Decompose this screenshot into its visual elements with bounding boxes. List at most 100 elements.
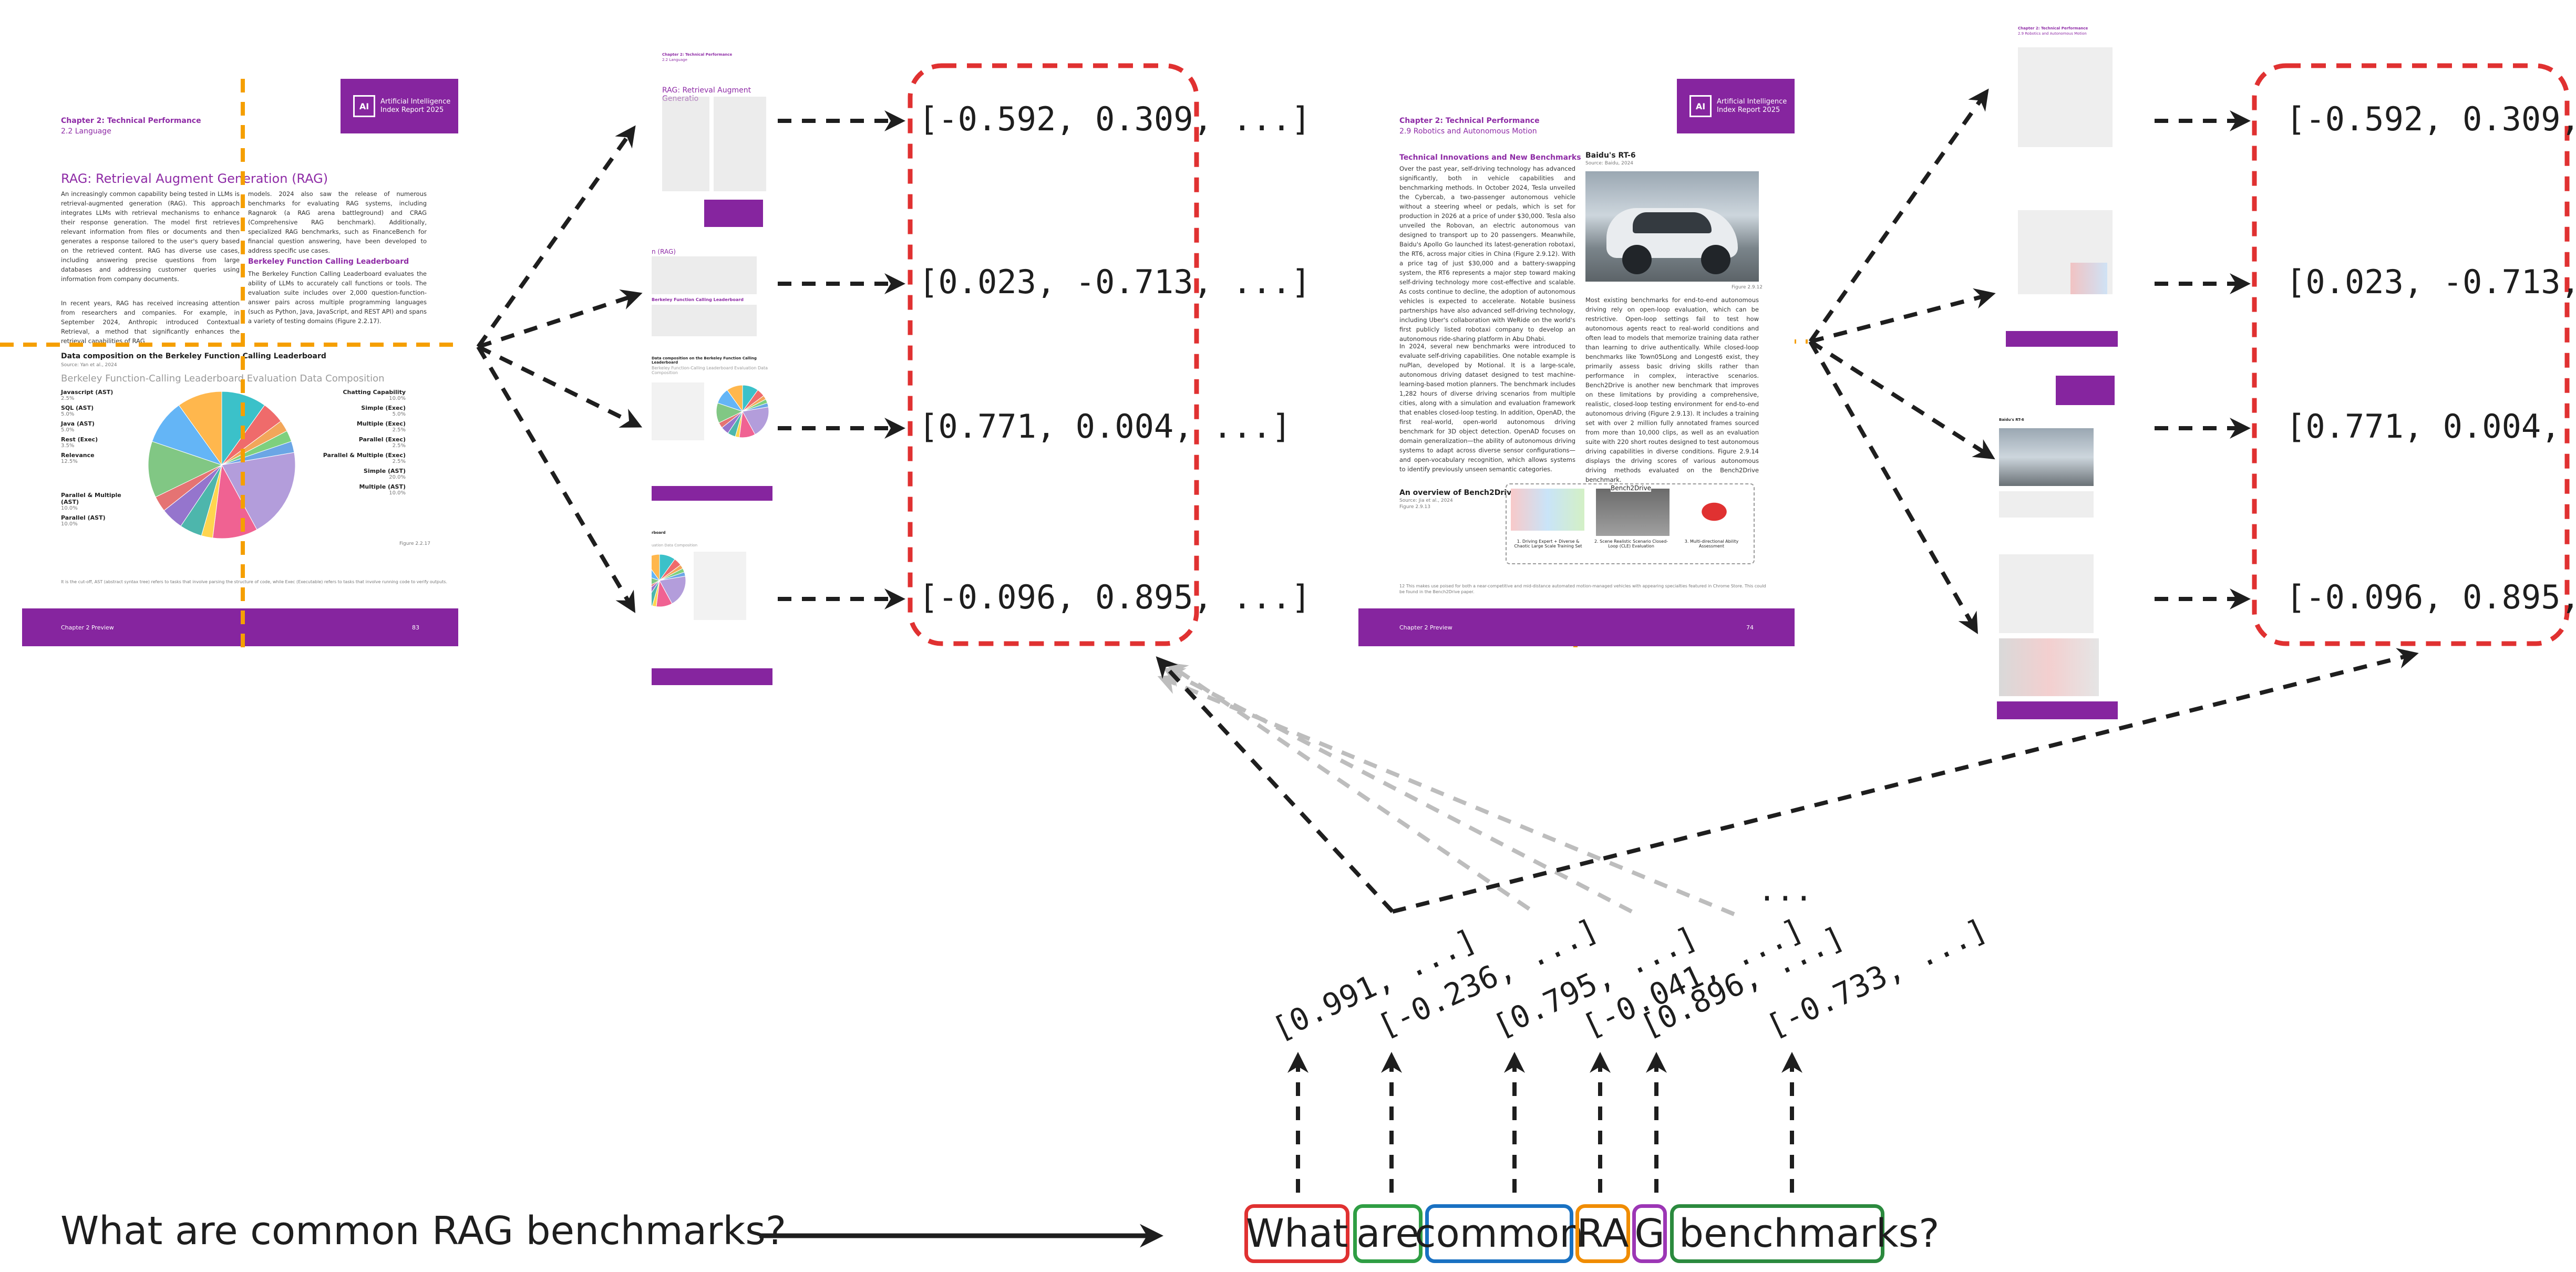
doc2-car-source: Source: Baidu, 2024 — [1585, 161, 1634, 166]
black-interaction-arrows — [1156, 648, 2419, 914]
tile4-pie — [652, 554, 686, 607]
legend-value: 2.5% — [392, 443, 406, 449]
doc2-tile3-car — [1999, 428, 2094, 486]
legend-entry: Parallel (Exec)2.5% — [316, 436, 406, 449]
doc1-chart-title: Berkeley Function-Calling Leaderboard Ev… — [61, 373, 385, 384]
tile2-logo — [704, 200, 763, 227]
doc2-tile-1: Chapter 2: Technical Performance 2.9 Rob… — [1997, 26, 2118, 152]
doc2-tile3-logo — [2056, 376, 2115, 405]
doc1-para1: An increasingly common capability being … — [61, 190, 240, 283]
legend-label: Parallel (AST) — [61, 514, 106, 521]
doc1-page-number: 83 — [412, 624, 419, 631]
patch-vector: [0.771, 0.004, ...] — [2286, 407, 2576, 446]
tile3-label: Data composition on the Berkeley Functio… — [652, 356, 757, 365]
legend-label: SQL (AST) — [61, 405, 94, 411]
tile1-text-block — [662, 97, 709, 191]
pie-slice — [652, 554, 660, 582]
legend-value: 2.5% — [392, 459, 406, 464]
tile2-heading: n (RAG) — [652, 248, 676, 255]
doc2-tile4-fig — [1999, 638, 2099, 696]
doc2-tile4-footer — [1997, 701, 2118, 719]
doc2-tile-3: Baidu's RT-6 — [1997, 376, 2118, 523]
legend-entry: Rest (Exec)3.5% — [61, 436, 140, 449]
doc1-chart-source: Source: Yan et al., 2024 — [61, 363, 117, 368]
legend-label: Relevance — [61, 452, 95, 459]
legend-value: 3.5% — [61, 443, 75, 449]
doc2-footer-link[interactable]: Chapter 2 Preview — [1399, 624, 1452, 631]
bench2drive-caption-3: 3. Multi-directional Ability Assessment — [1684, 539, 1739, 549]
logo-line1: Artificial Intelligence — [1717, 98, 1787, 106]
doc2-logo: AI Artificial Intelligence Index Report … — [1677, 79, 1795, 133]
legend-value: 10.0% — [389, 490, 406, 496]
tile3-footer — [652, 486, 772, 501]
legend-value: 20.0% — [389, 474, 406, 480]
legend-entry: Simple (AST)20.0% — [316, 468, 406, 480]
doc1-logo: AI Artificial Intelligence Index Report … — [341, 79, 458, 133]
bench2drive-caption-1: 1. Driving Expert + Diverse & Chaotic La… — [1514, 539, 1582, 549]
legend-label: Parallel & Multiple (AST) — [61, 492, 121, 505]
doc2-overview-figure: Figure 2.9.13 — [1399, 504, 1430, 510]
patch-vector: [-0.592, 0.309, ...] — [2286, 100, 2576, 138]
pie-slice — [178, 391, 222, 466]
right-vector-box — [2252, 63, 2570, 646]
tile3-title: Berkeley Function-Calling Leaderboard Ev… — [652, 366, 768, 375]
doc1-figure: Figure 2.2.17 — [399, 541, 430, 546]
doc2-para3: Most existing benchmarks for end-to-end … — [1585, 296, 1759, 483]
doc1-chapter: Chapter 2: Technical Performance — [61, 117, 201, 125]
doc2-tile3-text — [1999, 491, 2094, 518]
doc1-section: 2.2 Language — [61, 127, 111, 136]
tile2-sub: Berkeley Function Calling Leaderboard — [652, 297, 744, 302]
pie-slice — [212, 464, 257, 539]
legend-label: Parallel (Exec) — [358, 436, 406, 443]
legend-value: 10.0% — [61, 505, 78, 511]
doc2-car-title: Baidu's RT-6 — [1585, 151, 1636, 160]
tile2-text-2 — [652, 305, 757, 336]
legend-value: 2.5% — [61, 396, 75, 401]
legend-value: 5.0% — [392, 411, 406, 417]
token-box: are — [1353, 1204, 1423, 1263]
legend-entry: Java (AST)5.0% — [61, 420, 140, 433]
doc1-heading: RAG: Retrieval Augment Generation (RAG) — [61, 171, 328, 186]
doc1-tile-2: n (RAG) Berkeley Function Calling Leader… — [652, 200, 772, 342]
doc1-pie-chart — [148, 391, 296, 539]
tile4-title: uation Data Composition — [652, 543, 698, 547]
tile4-legend — [694, 552, 746, 620]
doc2-para2: In 2024, several new benchmarks were int… — [1399, 343, 1575, 473]
doc2-section: 2.9 Robotics and Autonomous Motion — [1399, 127, 1537, 136]
pie-slice — [652, 580, 660, 606]
doc2-para1: Over the past year, self-driving technol… — [1399, 165, 1575, 343]
patch-vector: [0.023, -0.713, ...] — [919, 263, 1311, 301]
more-tokens-ellipsis: ... — [1758, 872, 1813, 908]
legend-entry: Parallel & Multiple (Exec)2.5% — [316, 452, 406, 464]
legend-entry: Parallel (AST)10.0% — [61, 514, 140, 527]
legend-entry: Simple (Exec)5.0% — [316, 405, 406, 417]
doc2-footer: Chapter 2 Preview 74 — [1358, 608, 1795, 646]
pie-slice — [221, 452, 296, 530]
doc1-tile-arrows — [778, 110, 905, 609]
legend-entry: Multiple (Exec)2.5% — [316, 420, 406, 433]
doc2-car-figure: Figure 2.9.12 — [1732, 285, 1763, 290]
doc2-tile1-text — [2018, 47, 2113, 147]
doc2-overview-title: An overview of Bench2Drive — [1399, 489, 1517, 497]
doc1-footnote: It is the cut-off, AST (abstract syntax … — [61, 580, 447, 584]
legend-label: Parallel & Multiple (Exec) — [323, 452, 406, 459]
doc2-tile2-footer — [2006, 331, 2118, 347]
doc1-para3: models. 2024 also saw the release of num… — [248, 190, 427, 254]
pie-slice — [727, 385, 743, 412]
doc2-tile2-fig — [2070, 263, 2107, 294]
doc2-tile4-text — [1999, 554, 2094, 633]
legend-label: Rest (Exec) — [61, 436, 98, 443]
patch-vector: [-0.096, 0.895, ...] — [919, 578, 1311, 616]
legend-label: Simple (AST) — [363, 468, 406, 474]
doc2-tile1-chapter: Chapter 2: Technical Performance — [2018, 26, 2088, 30]
pie-slice — [652, 577, 661, 585]
logo-line2: Index Report 2025 — [380, 106, 444, 114]
tile3-pie — [716, 385, 769, 438]
tile1-section: 2.2 Language — [662, 58, 687, 62]
doc1-tile-1: Chapter 2: Technical Performance 2.2 Lan… — [652, 53, 772, 194]
doc1-footer-link[interactable]: Chapter 2 Preview — [61, 624, 114, 631]
car-photo — [1585, 171, 1759, 282]
